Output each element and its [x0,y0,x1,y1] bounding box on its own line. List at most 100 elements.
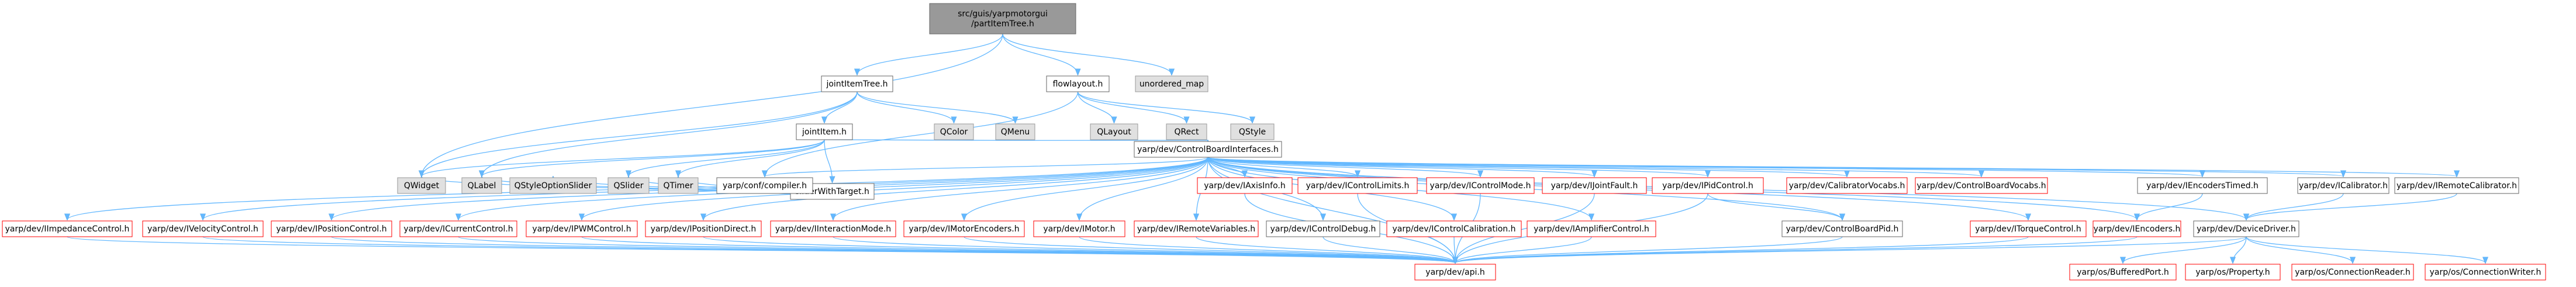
node-box-IMotor [1033,220,1125,237]
node-box-IPidControl [1652,177,1764,194]
node-box-QRect [1166,123,1207,140]
edge-jointItemTree-to-QLabel [482,91,858,177]
node-label-QStyle: QStyle [1239,127,1266,137]
node-IAxisInfo[interactable]: yarp/dev/IAxisInfo.h [1197,177,1293,194]
node-jointItemTree[interactable]: jointItemTree.h [821,75,893,92]
node-IJointFault[interactable]: yarp/dev/IJointFault.h [1542,177,1647,194]
node-label-QLabel: QLabel [468,181,496,191]
node-cbi[interactable]: yarp/dev/ControlBoardInterfaces.h [1134,141,1282,158]
node-IPositionControl[interactable]: yarp/dev/IPositionControl.h [271,220,392,237]
edge-flowlayout-to-QLayout [1077,91,1114,123]
node-label-QRect: QRect [1175,127,1199,137]
node-IInteractionMode[interactable]: yarp/dev/IInteractionMode.h [770,220,896,237]
edge-IRemoteVariables-to-api [1196,236,1455,263]
node-root: src/guis/yarpmotorgui/partItemTree.h [929,3,1076,34]
node-ICalibrator[interactable]: yarp/dev/ICalibrator.h [2297,177,2389,194]
node-box-IRemoteVariables [1134,220,1259,237]
node-box-IPositionControl [271,220,392,237]
node-IRemoteVariables[interactable]: yarp/dev/IRemoteVariables.h [1134,220,1259,237]
node-label-IJointFault: yarp/dev/IJointFault.h [1551,181,1638,191]
node-QMenu: QMenu [995,123,1035,140]
node-DeviceDriver[interactable]: yarp/dev/DeviceDriver.h [2193,220,2299,237]
node-IControlDebug[interactable]: yarp/dev/IControlDebug.h [1266,220,1380,237]
node-label-QStyleOptionSlider: QStyleOptionSlider [514,181,592,191]
node-label-IPidControl: yarp/dev/IPidControl.h [1662,181,1753,191]
edge-IJointFault-to-api [1455,193,1595,263]
node-QLabel: QLabel [461,177,502,194]
node-ConnectionReader[interactable]: yarp/os/ConnectionReader.h [2291,264,2414,281]
node-box-api [1414,264,1496,281]
node-box-QMenu [995,123,1035,140]
edge-cbi-to-IPWMControl [582,157,1208,220]
node-ConnectionWriter[interactable]: yarp/os/ConnectionWriter.h [2425,264,2546,281]
edge-flowlayout-to-QStyle [1077,91,1253,123]
node-ControlBoardPid[interactable]: yarp/dev/ControlBoardPid.h [1781,220,1903,237]
node-box-IPositionDirect [645,220,762,237]
node-flowlayout[interactable]: flowlayout.h [1046,75,1110,92]
node-label-BufferedPort: yarp/os/BufferedPort.h [2077,268,2169,277]
node-label-IVelocityControl: yarp/dev/IVelocityControl.h [147,224,258,234]
edge-IMotorEncoders-to-api [964,236,1455,263]
node-IPWMControl[interactable]: yarp/dev/IPWMControl.h [526,220,638,237]
node-label-jointItem: jointItem.h [802,127,847,137]
node-IMotor[interactable]: yarp/dev/IMotor.h [1033,220,1125,237]
node-ICurrentControl[interactable]: yarp/dev/ICurrentControl.h [399,220,517,237]
edge-cbi-to-IInteractionMode [833,157,1208,220]
node-IVelocityControl[interactable]: yarp/dev/IVelocityControl.h [142,220,264,237]
node-IEncodersTimed[interactable]: yarp/dev/IEncodersTimed.h [2137,177,2268,194]
edge-jointItemTree-to-QColor [857,91,954,123]
node-box-QTimer [658,177,699,194]
node-IImpedanceControl[interactable]: yarp/dev/IImpedanceControl.h [2,220,133,237]
node-box-ConnectionWriter [2425,264,2546,281]
edge-IEncodersTimed-to-IEncoders [2137,193,2203,220]
edge-flowlayout-to-compiler [765,91,1079,177]
node-ControlBoardVocabs[interactable]: yarp/dev/ControlBoardVocabs.h [1915,177,2048,194]
node-box-CalibratorVocabs [1786,177,1908,194]
node-IRemoteCalibrator[interactable]: yarp/dev/IRemoteCalibrator.h [2394,177,2519,194]
node-compiler[interactable]: yarp/conf/compiler.h [716,177,813,194]
node-label-ConnectionReader: yarp/os/ConnectionReader.h [2295,268,2411,277]
node-label-IPWMControl: yarp/dev/IPWMControl.h [532,224,631,234]
node-IControlCalibration[interactable]: yarp/dev/IControlCalibration.h [1386,220,1522,237]
node-IAmplifierControl[interactable]: yarp/dev/IAmplifierControl.h [1527,220,1656,237]
edge-DeviceDriver-to-BufferedPort [2123,236,2247,263]
node-Property[interactable]: yarp/os/Property.h [2185,264,2281,281]
edge-IEncoders-to-api [1455,236,2138,263]
edge-ITorqueControl-to-api [1455,236,2029,263]
node-box-ControlBoardVocabs [1915,177,2048,194]
node-box-ConnectionReader [2291,264,2414,281]
node-box-QSlider [607,177,650,194]
node-box-DeviceDriver [2193,220,2299,237]
edge-jointItemTree-to-jointItem [824,91,858,123]
node-box-IEncodersTimed [2137,177,2268,194]
node-QColor: QColor [934,123,974,140]
node-jointItem[interactable]: jointItem.h [796,123,853,140]
edge-jointItem-to-QSlider [629,139,825,177]
node-box-jointItemTree [821,75,893,92]
node-QStyle: QStyle [1230,123,1275,140]
node-box-QWidget [397,177,446,194]
node-BufferedPort[interactable]: yarp/os/BufferedPort.h [2069,264,2177,281]
node-api[interactable]: yarp/dev/api.h [1414,264,1496,281]
edge-cbi-to-IJointFault [1207,157,1594,177]
node-label-cbi: yarp/dev/ControlBoardInterfaces.h [1137,145,1279,154]
edge-ControlBoardPid-to-api [1455,236,1843,263]
node-CalibratorVocabs[interactable]: yarp/dev/CalibratorVocabs.h [1786,177,1908,194]
node-IEncoders[interactable]: yarp/dev/IEncoders.h [2092,220,2181,237]
node-box-ITorqueControl [1970,220,2087,237]
node-IPidControl[interactable]: yarp/dev/IPidControl.h [1652,177,1764,194]
node-label-jointItemTree: jointItemTree.h [826,79,888,89]
edge-jointItemTree-to-QWidget [422,91,858,177]
node-ITorqueControl[interactable]: yarp/dev/ITorqueControl.h [1970,220,2087,237]
node-IControlMode[interactable]: yarp/dev/IControlMode.h [1426,177,1535,194]
edge-cbi-to-IMotorEncoders [964,157,1208,220]
node-box-QStyleOptionSlider [509,177,597,194]
node-IControlLimits[interactable]: yarp/dev/IControlLimits.h [1297,177,1418,194]
node-box-compiler [716,177,813,194]
node-box-IEncoders [2092,220,2181,237]
edge-jointItemTree-to-QMenu [857,91,1016,123]
node-box-IImpedanceControl [2,220,133,237]
node-IMotorEncoders[interactable]: yarp/dev/IMotorEncoders.h [903,220,1025,237]
node-IPositionDirect[interactable]: yarp/dev/IPositionDirect.h [645,220,762,237]
